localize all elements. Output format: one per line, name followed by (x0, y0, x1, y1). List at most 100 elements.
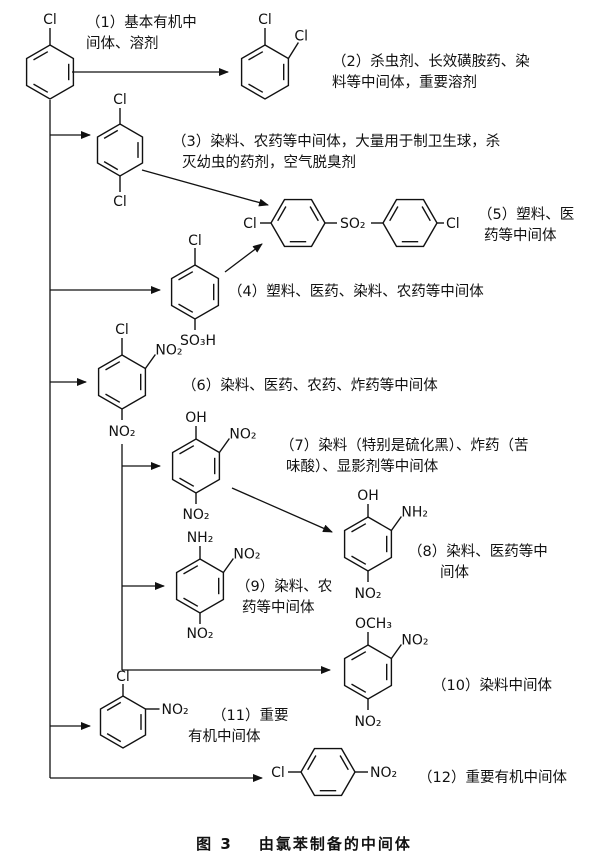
desc-8: （8）染料、医药等中 间体 (408, 542, 548, 584)
label-c12-no2: NO₂ (370, 765, 397, 781)
ring-sulfone-right-double-bond-1 (389, 206, 399, 222)
desc-8-line2: 间体 (440, 565, 469, 581)
label-c11-cl: Cl (116, 669, 130, 685)
ring-dinitroanisole-double-bond-1 (351, 683, 367, 693)
desc-3: （3）染料、农药等中间体，大量用于制卫生球，杀 灭幼虫的药剂，空气脱臭剂 (172, 132, 500, 174)
arrow-c2-to-c5 (141, 169, 269, 207)
desc-7: （7）染料（特别是硫化黑）、炸药（苦 味酸）、显影剂等中间体 (280, 436, 528, 478)
bond-c7-no2a (218, 438, 230, 453)
desc-9-line1: （9）染料、农 (236, 579, 333, 595)
figure-caption: 图 3 由氯苯制备的中间体 (0, 833, 608, 854)
ring-o-nitrochlorobenzene (99, 695, 147, 749)
desc-5-line2: 药等中间体 (484, 228, 557, 244)
label-c4-cl: Cl (188, 233, 202, 249)
ring-dinitroaniline-double-bond-2 (183, 565, 199, 575)
label-c7-no2a: NO₂ (229, 427, 256, 443)
figure-number: 图 3 (196, 835, 233, 853)
bond-c9-no2a (222, 558, 234, 573)
label-c8-no2: NO₂ (354, 586, 381, 602)
label-c6-no2b: NO₂ (108, 424, 135, 440)
ring-dichlorobenzene-o (240, 44, 290, 100)
label-c7-oh: OH (185, 410, 207, 426)
ring-aminonitrophenol-double-bond-2 (351, 523, 367, 533)
ring-chlorobenzenesulfonic-double-bond-2 (178, 271, 194, 281)
desc-2-line2: 料等中间体，重要溶剂 (332, 75, 477, 91)
ring-dinitroaniline-double-bond-1 (183, 597, 199, 607)
ring-dinitrochlorobenzene (97, 354, 147, 410)
label-c0-cl: Cl (43, 12, 57, 28)
desc-2-line1: （2）杀虫剂、长效磺胺药、染 (332, 54, 530, 70)
ring-sulfone-left-double-bond-1 (277, 206, 287, 222)
ring-p-nitrochlorobenzene-double-bond-2 (339, 755, 349, 771)
desc-7-line1: （7）染料（特别是硫化黑）、炸药（苦 (280, 438, 529, 454)
ring-o-nitrochlorobenzene-double-bond-1 (106, 732, 122, 743)
desc-1-line2: 间体、溶剂 (86, 36, 159, 52)
ring-dinitrochlorobenzene-double-bond-1 (105, 393, 121, 403)
label-c5-so2: SO₂ (340, 216, 366, 232)
label-c9-no2a: NO₂ (233, 547, 260, 563)
desc-6-line1: （6）染料、医药、农药、炸药等中间体 (182, 378, 438, 394)
desc-9: （9）染料、农 药等中间体 (236, 577, 332, 619)
ring-sulfone-left-double-bond-2 (309, 206, 319, 222)
ring-dichlorobenzene-o-double-bond-1 (248, 83, 264, 93)
desc-5-line1: （5）塑料、医 (478, 207, 575, 223)
ring-dichlorobenzene-p-double-bond-1 (103, 160, 119, 171)
desc-2: （2）杀虫剂、长效磺胺药、染 料等中间体，重要溶剂 (332, 52, 530, 94)
ring-dinitroanisole (343, 644, 393, 700)
label-c1-cl1: Cl (258, 12, 272, 28)
desc-6: （6）染料、医药、农药、炸药等中间体 (182, 376, 438, 397)
label-c5-cl1: Cl (243, 216, 257, 232)
label-c11-no2: NO₂ (162, 702, 189, 718)
ring-dichlorobenzene-o-double-bond-2 (248, 51, 264, 61)
ring-sulfone-left (270, 198, 326, 248)
ring-aminonitrophenol (343, 516, 393, 572)
label-c2-cl1: Cl (113, 92, 127, 108)
label-c8-oh: OH (357, 488, 379, 504)
desc-12: （12）重要有机中间体 (418, 768, 567, 789)
label-c9-nh2: NH₂ (187, 530, 214, 546)
desc-4: （4）塑料、医药、染料、农药等中间体 (228, 282, 484, 303)
label-c9-no2b: NO₂ (186, 626, 213, 642)
desc-1-line1: （1）基本有机中 (86, 15, 197, 31)
ring-dinitrochlorobenzene-double-bond-2 (105, 361, 121, 371)
desc-11-line2: 有机中间体 (188, 729, 261, 745)
ring-aminonitrophenol-double-bond-1 (351, 555, 367, 565)
ring-dinitroaniline (175, 558, 225, 614)
desc-5: （5）塑料、医 药等中间体 (478, 205, 574, 247)
desc-8-line1: （8）染料、医药等中 (408, 544, 548, 560)
ring-chlorobenzene-double-bond-2 (33, 51, 49, 61)
arrow-c7-to-c8 (231, 487, 333, 533)
desc-12-line1: （12）重要有机中间体 (418, 770, 567, 786)
ring-sulfone-right-double-bond-2 (421, 206, 431, 222)
label-c10-no2b: NO₂ (354, 714, 381, 730)
bond-c10-no2a (390, 644, 402, 659)
desc-1: （1）基本有机中 间体、溶剂 (86, 13, 197, 55)
desc-11: （11）重要 有机中间体 (188, 706, 288, 748)
label-c6-no2a: NO₂ (155, 343, 182, 359)
desc-3-line1: （3）染料、农药等中间体，大量用于制卫生球，杀 (172, 134, 501, 150)
ring-p-nitrochlorobenzene (300, 747, 356, 797)
ring-dinitrophenol-double-bond-1 (179, 477, 195, 487)
ring-chlorobenzene-double-bond-1 (33, 83, 49, 93)
desc-10-line1: （10）染料中间体 (432, 678, 552, 694)
desc-4-line1: （4）塑料、医药、染料、农药等中间体 (228, 284, 484, 300)
desc-3-line2: 灭幼虫的药剂，空气脱臭剂 (182, 155, 356, 171)
bond-c6-no2a (144, 354, 156, 369)
figure-title: 由氯苯制备的中间体 (258, 835, 412, 853)
ring-dinitrophenol (171, 438, 221, 494)
label-c7-no2b: NO₂ (182, 507, 209, 523)
ring-dinitrophenol-double-bond-2 (179, 445, 195, 455)
ring-dichlorobenzene-p (96, 123, 144, 177)
bond-c8-nh2 (390, 516, 402, 531)
ring-dichlorobenzene-p-double-bond-2 (103, 129, 119, 140)
label-c10-no2a: NO₂ (401, 633, 428, 649)
ring-chlorobenzenesulfonic-double-bond-1 (178, 303, 194, 313)
label-c6-cl: Cl (115, 322, 129, 338)
desc-9-line2: 药等中间体 (242, 600, 315, 616)
desc-7-line2: 味酸）、显影剂等中间体 (286, 459, 439, 475)
ring-chlorobenzenesulfonic (170, 264, 220, 320)
label-c8-nh2: NH₂ (401, 505, 428, 521)
label-c12-cl: Cl (271, 765, 285, 781)
ring-chlorobenzene (25, 44, 75, 100)
